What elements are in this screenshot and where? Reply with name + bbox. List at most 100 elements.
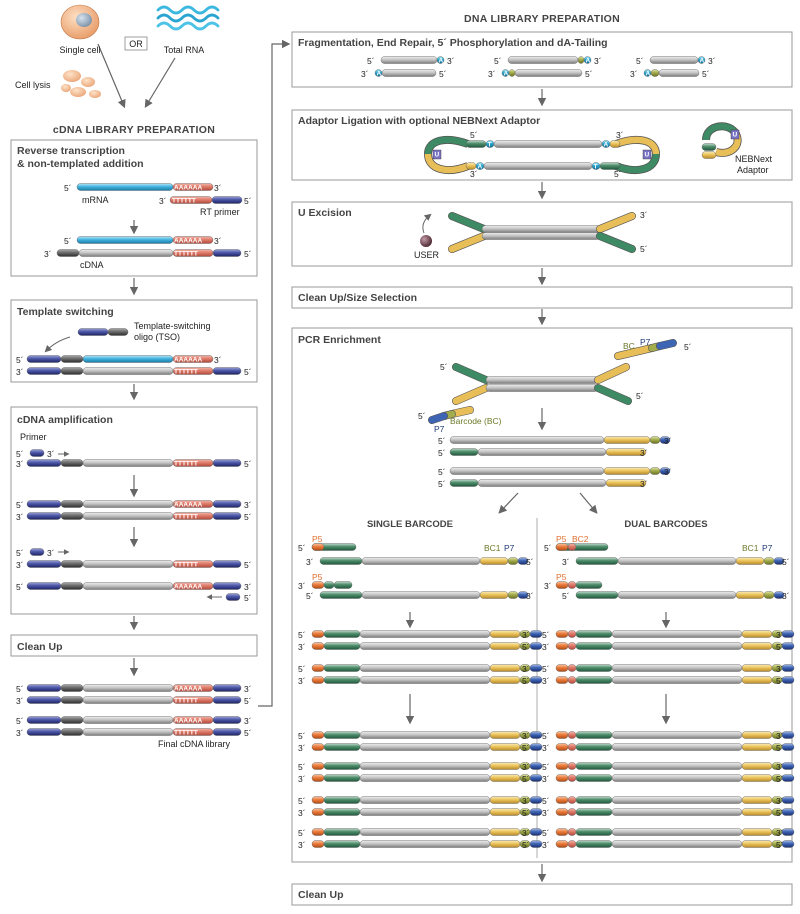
dual-product-red-segment (567, 743, 577, 751)
dual-barcodes-title: DUAL BARCODES (624, 519, 707, 530)
dual-product-green-segment (575, 731, 613, 739)
user-enzyme-icon (420, 235, 432, 247)
three-prime-label: 3´ (782, 591, 790, 601)
sequence-label: TTTTTT (174, 513, 198, 520)
dual-product-yellow-segment (741, 664, 773, 672)
single-product-green-segment (323, 743, 361, 751)
mrna-segment (76, 236, 174, 244)
dual-product-green-segment (575, 762, 613, 770)
single-product-orange-segment (311, 642, 325, 650)
sequence-label: A (478, 163, 483, 170)
cleanup-box (10, 634, 258, 657)
single-template-blue-segment (517, 591, 529, 599)
five-prime-label: 5´ (438, 436, 446, 446)
cleanup-label: Clean Up (17, 641, 63, 653)
five-prime-label: 5´ (776, 808, 784, 818)
five-prime-label: 5´ (562, 591, 570, 601)
library-navy-segment (26, 716, 62, 724)
bc2-segment (567, 581, 577, 589)
pcr-primer-p7 (428, 412, 448, 424)
final-library-label: Final cDNA library (158, 739, 231, 749)
three-prime-label: 3´ (470, 169, 478, 179)
three-prime-label: 3´ (526, 591, 534, 601)
dual-product-orange-segment (555, 642, 569, 650)
bc2-segment (567, 543, 577, 551)
five-prime-label: 5´ (244, 512, 252, 522)
library-navy-segment (212, 716, 242, 724)
adaptor-loop-green (614, 153, 660, 174)
single-product-blue-segment (529, 808, 543, 816)
single-product-blue-segment (529, 642, 543, 650)
pcr-product-yellow-segment (603, 436, 651, 444)
user-label: USER (414, 250, 440, 260)
three-prime-label: 3´ (298, 743, 306, 753)
three-prime-label: 3´ (159, 196, 167, 206)
five-prime-label: 5´ (640, 244, 648, 254)
dual-product-red-segment (567, 774, 577, 782)
cell-lysis-label: Cell lysis (15, 80, 51, 90)
three-prime-label: 3´ (47, 449, 55, 459)
dual-template-yellow-segment (735, 591, 765, 599)
single-product-gray-segment (359, 828, 491, 836)
dual-product-green-segment (575, 828, 613, 836)
insert-segment (481, 225, 601, 233)
adaptor-segment (333, 581, 353, 589)
five-prime-label: 5´ (542, 796, 550, 806)
three-prime-label: 3´ (298, 676, 306, 686)
p5-label: P5 (312, 572, 323, 582)
nebnext-label: Adaptor (737, 165, 769, 175)
p5-label: P5 (312, 534, 323, 544)
dual-product-yellow-segment (741, 676, 773, 684)
fragmentation-title: Fragmentation, End Repair, 5´ Phosphoryl… (298, 37, 608, 49)
five-prime-label: 5´ (522, 840, 530, 850)
three-prime-label: 3´ (488, 69, 496, 79)
five-prime-label: 5´ (776, 642, 784, 652)
pcr-adaptor (452, 363, 490, 384)
library-gray-segment (82, 696, 174, 704)
dual-template-gray-segment (617, 591, 737, 599)
three-prime-label: 3´ (522, 762, 530, 772)
dual-product-gray-segment (611, 762, 743, 770)
sequence-label: TTTTTT (172, 197, 196, 204)
dual-product-gray-segment (611, 840, 743, 848)
five-prime-label: 5´ (470, 130, 478, 140)
sequence-label: T (594, 163, 598, 170)
three-prime-label: 3´ (244, 500, 252, 510)
single-product-yellow-segment (489, 664, 521, 672)
sequence-label: TTTTTT (174, 697, 198, 704)
three-prime-label: 3´ (542, 774, 550, 784)
sequence-label: A (646, 70, 651, 77)
rt-primer-segment (212, 367, 242, 375)
p7-label: P7 (762, 543, 773, 553)
template-gray-segment (82, 582, 174, 590)
dual-template-gray-segment (617, 557, 737, 565)
rt-primer-segment (212, 249, 242, 257)
bc1-label: BC1 (484, 543, 501, 553)
three-prime-label: 3´ (522, 828, 530, 838)
five-prime-label: 5´ (16, 582, 24, 592)
nucleus-icon (76, 13, 92, 27)
three-prime-label: 3´ (542, 743, 550, 753)
single-product-green-segment (323, 840, 361, 848)
three-prime-label: 3´ (214, 183, 222, 193)
single-product-blue-segment (529, 762, 543, 770)
amp-box-title: cDNA amplification (17, 414, 113, 426)
dual-product-gray-segment (611, 676, 743, 684)
pcr-product-gray-segment (477, 448, 607, 456)
single-product-green-segment (323, 664, 361, 672)
five-prime-label: 5´ (244, 459, 252, 469)
single-product-yellow-segment (489, 828, 521, 836)
adaptor-segment (575, 581, 603, 589)
pcr-title: PCR Enrichment (298, 334, 381, 346)
dual-product-blue-segment (781, 676, 795, 684)
pcr-product-blue-segment (659, 436, 671, 444)
tso-segment (26, 355, 62, 363)
five-prime-label: 5´ (636, 391, 644, 401)
single-product-orange-segment (311, 808, 325, 816)
dual-product-green-segment (575, 676, 613, 684)
single-product-yellow-segment (489, 731, 521, 739)
or-label: OR (129, 39, 143, 49)
three-prime-label: 3´ (361, 69, 369, 79)
dual-product-yellow-segment (741, 762, 773, 770)
